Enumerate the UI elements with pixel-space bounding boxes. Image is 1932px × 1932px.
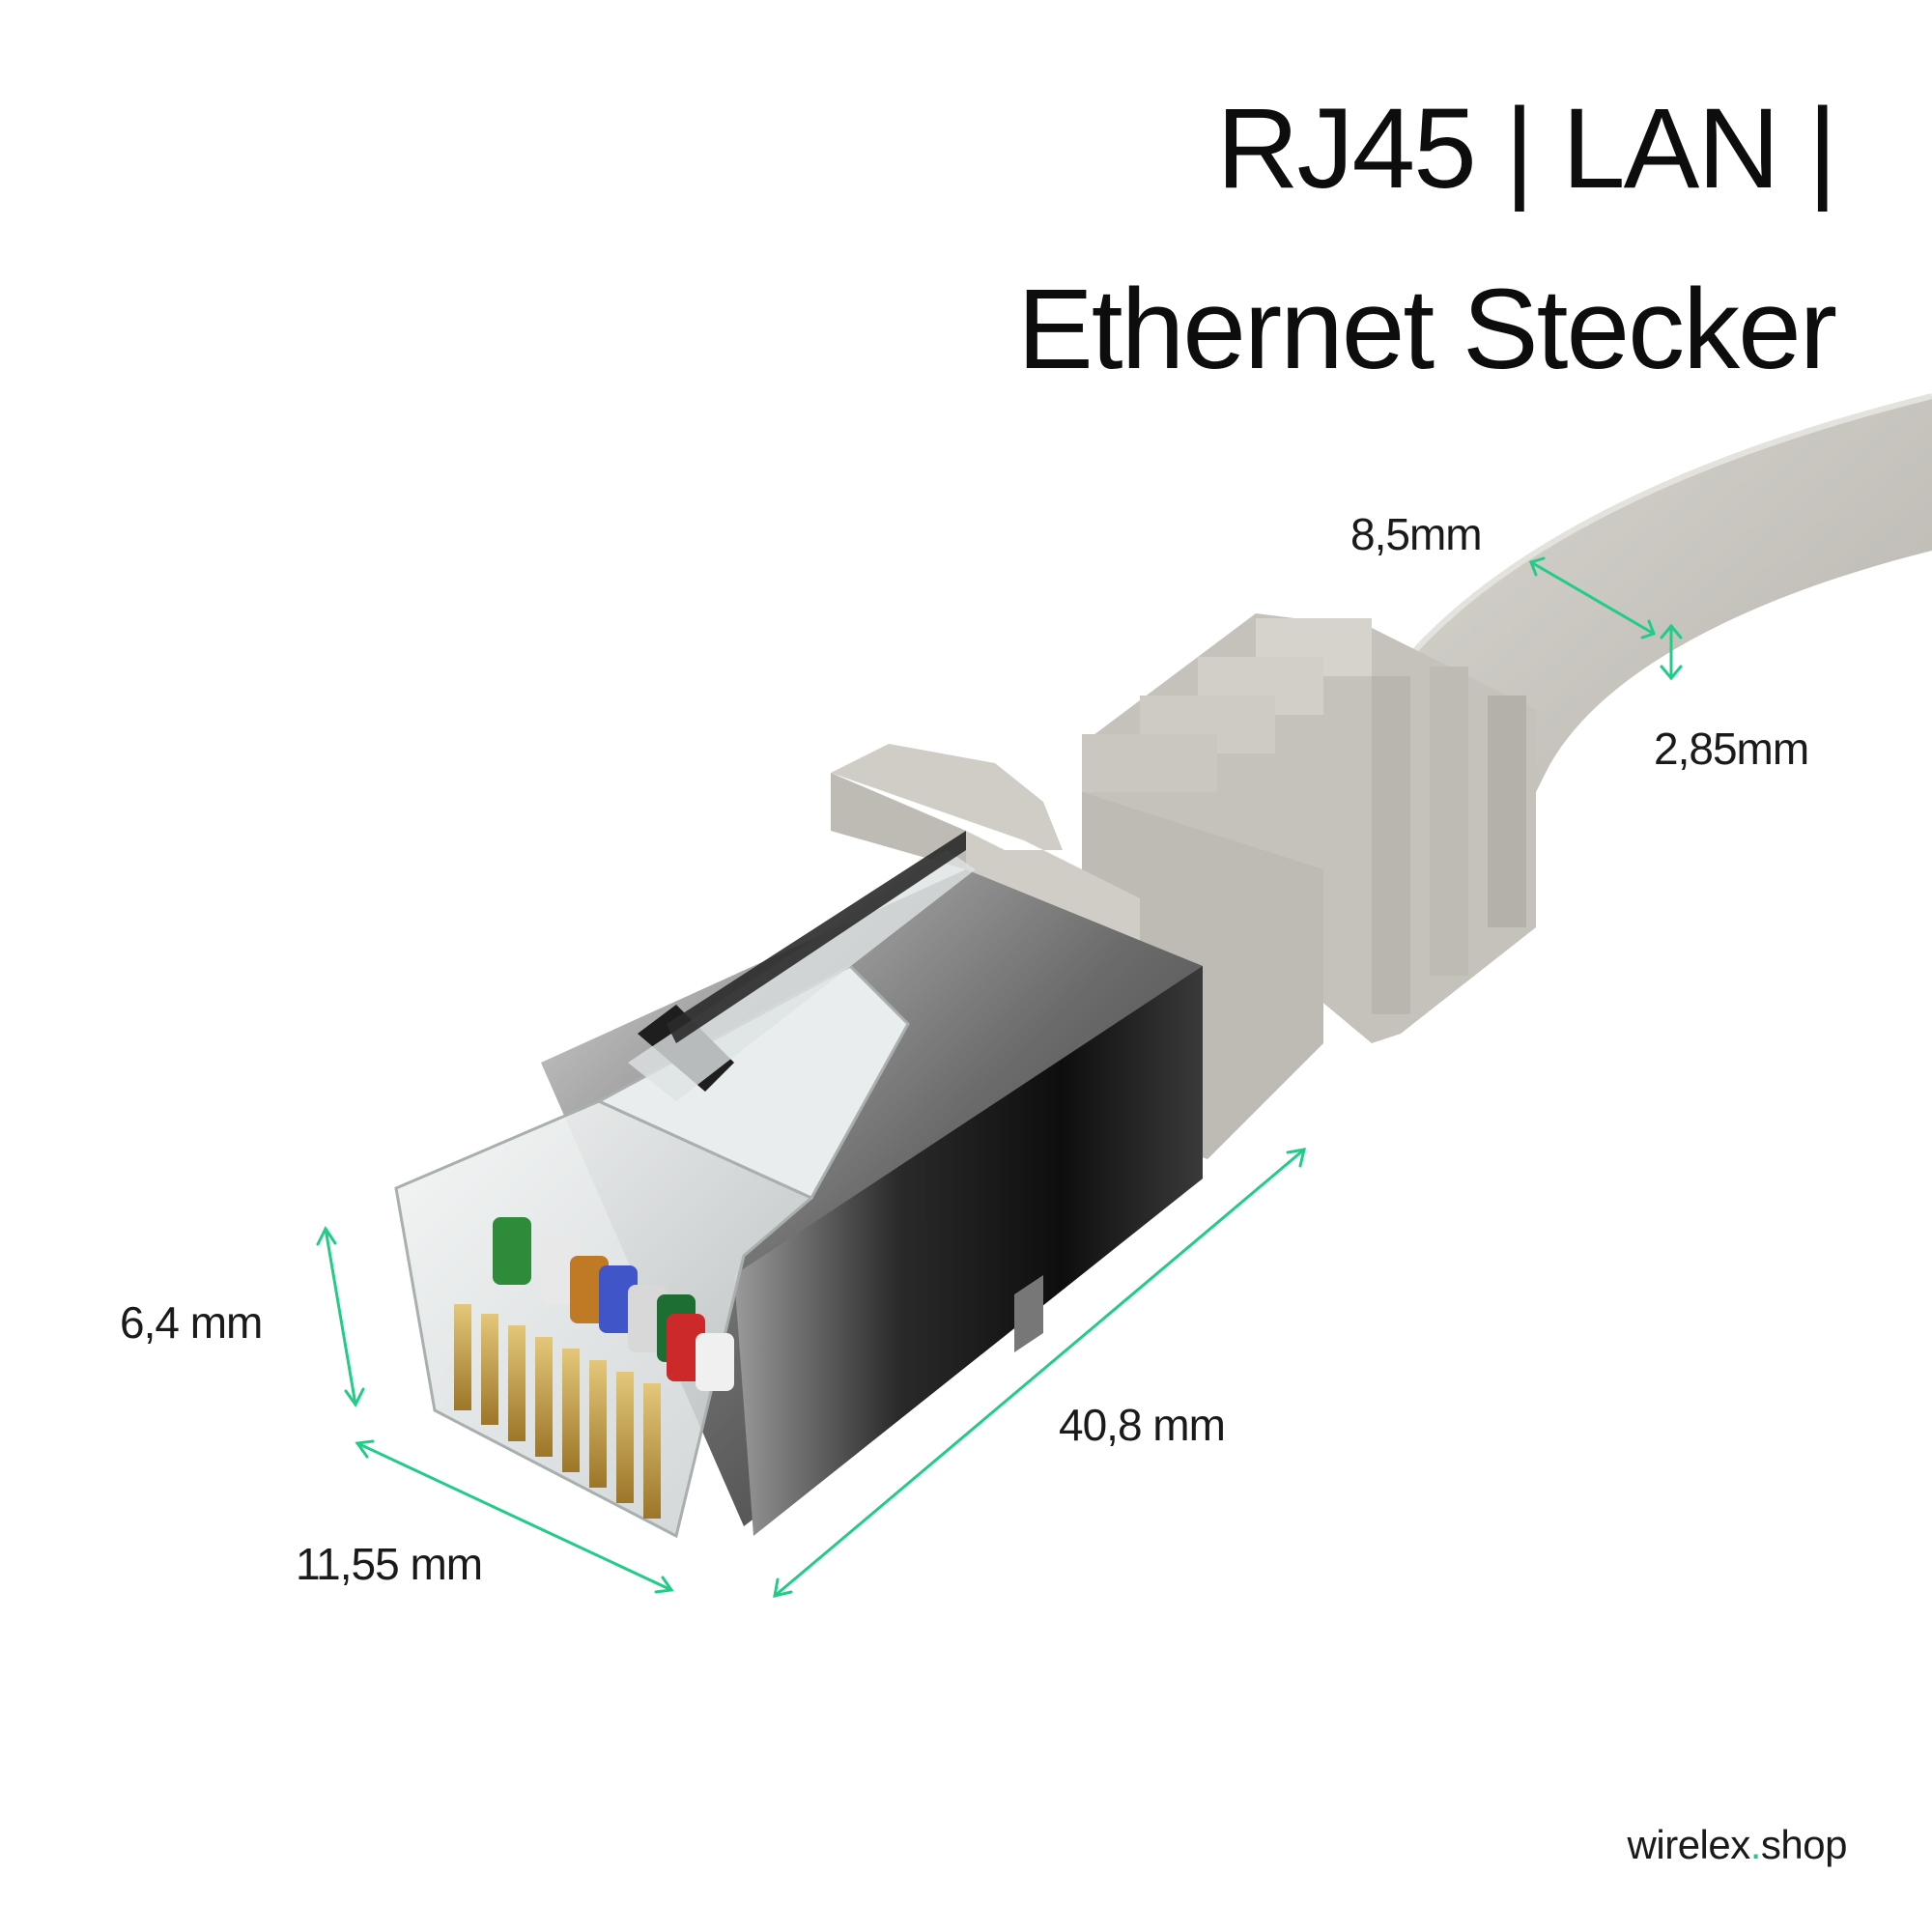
label-plug-height: 6,4 mm [120,1297,263,1348]
contact-8 [643,1383,661,1519]
dimension-arrows [316,556,1683,1598]
boot-rib-4 [1082,734,1217,792]
arrow-cable-thickness [1660,623,1683,681]
brand-link[interactable]: wirelex.shop [1627,1822,1848,1868]
brand-dot: . [1749,1822,1762,1867]
arrow-plug-length [773,1148,1306,1598]
contact-3 [508,1325,526,1441]
wire-green [493,1217,531,1285]
contact-7 [616,1372,634,1503]
wire-white-3 [696,1333,734,1391]
arrow-plug-height [316,1226,365,1407]
gold-contacts [454,1304,661,1519]
title-line-2: Ethernet Stecker [1017,266,1837,393]
label-plug-width: 11,55 mm [296,1539,483,1589]
contact-4 [535,1337,553,1457]
contact-1 [454,1304,471,1410]
brand-name: wirelex [1627,1822,1751,1867]
arrow-cable-width [1529,556,1656,639]
label-cable-thickness: 2,85mm [1654,724,1809,774]
title-line-1: RJ45 | LAN | [1216,85,1837,213]
contact-5 [562,1349,580,1472]
contact-2 [481,1314,498,1425]
brand-tld: shop [1760,1822,1848,1867]
label-cable-width: 8,5mm [1350,509,1483,559]
internal-wires [493,1217,734,1391]
label-plug-length: 40,8 mm [1059,1400,1226,1450]
contact-6 [589,1360,607,1488]
arrow-plug-width [355,1439,674,1594]
